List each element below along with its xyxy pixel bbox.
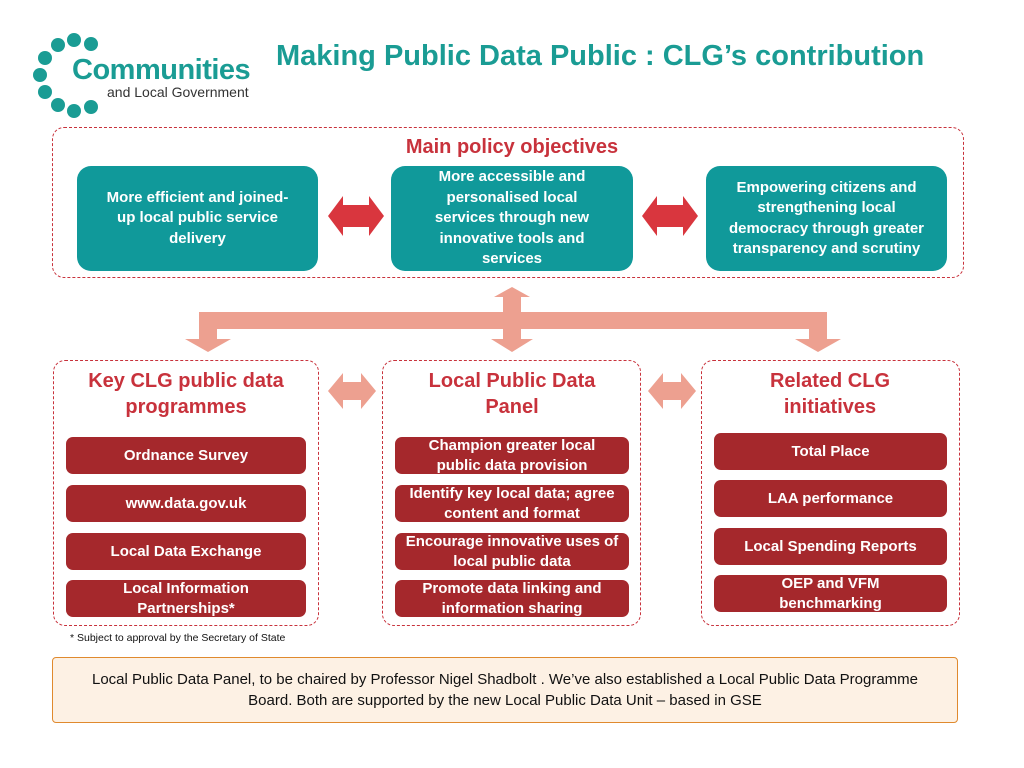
- panel-role-item: Champion greater local public data provi…: [395, 437, 629, 474]
- logo-name: Communities: [72, 54, 251, 86]
- panel-role-label: Champion greater local public data provi…: [428, 436, 596, 474]
- programme-item: Local Information Partnerships*: [66, 580, 306, 617]
- programme-item: Ordnance Survey: [66, 437, 306, 474]
- panel-heading: Related CLG initiatives: [769, 370, 891, 418]
- panel-role-label: Encourage innovative uses of local publi…: [405, 532, 619, 570]
- panel-heading: Key CLG public data programmes: [88, 370, 284, 418]
- connector-arrow-icon: [491, 329, 533, 352]
- panel-data-panel: [382, 360, 641, 626]
- programme-item-label: www.data.gov.uk: [125, 494, 247, 512]
- programme-item-label: Local Data Exchange: [110, 542, 262, 560]
- initiative-item-label: Total Place: [791, 442, 870, 460]
- initiative-item: Local Spending Reports: [714, 528, 947, 565]
- panel-role-label: Identify key local data; agree content a…: [409, 484, 615, 522]
- objective-text: More efficient and joined-up local publi…: [106, 188, 289, 247]
- connector-arrow-icon: [795, 329, 841, 352]
- initiative-item-label: Local Spending Reports: [744, 537, 917, 555]
- initiative-item: LAA performance: [714, 480, 947, 517]
- panel-role-item: Identify key local data; agree content a…: [395, 485, 629, 522]
- objectives-container: [52, 127, 964, 278]
- page-title: Making Public Data Public : CLG’s contri…: [276, 40, 925, 72]
- initiative-item-label: LAA performance: [767, 489, 894, 507]
- connector-arrow-icon: [494, 287, 530, 312]
- initiative-item-label: OEP and VFM benchmarking: [779, 574, 882, 612]
- programme-item: www.data.gov.uk: [66, 485, 306, 522]
- objective-text: Empowering citizens and strengthening lo…: [728, 178, 925, 258]
- panel-related-initiatives: [701, 360, 960, 626]
- info-note-box: Local Public Data Panel, to be chaired b…: [52, 657, 958, 723]
- double-arrow-icon: [328, 373, 376, 409]
- initiative-item: OEP and VFM benchmarking: [714, 575, 947, 612]
- connector-bar: [199, 312, 827, 329]
- objective-card: Empowering citizens and strengthening lo…: [706, 166, 947, 271]
- double-arrow-icon: [642, 196, 698, 236]
- objectives-heading: Main policy objectives: [405, 136, 619, 158]
- panel-key-programmes: [53, 360, 319, 626]
- logo-dots-icon: [33, 33, 98, 118]
- initiative-item: Total Place: [714, 433, 947, 470]
- objective-text: More accessible and personalised local s…: [434, 168, 590, 268]
- programme-item-label: Ordnance Survey: [123, 446, 249, 464]
- double-arrow-icon: [648, 373, 696, 409]
- footnote: * Subject to approval by the Secretary o…: [70, 632, 286, 644]
- panel-heading: Local Public Data Panel: [428, 370, 596, 418]
- logo-subtitle: and Local Government: [107, 84, 249, 100]
- double-arrow-icon: [328, 196, 384, 236]
- connector-arrow-icon: [185, 329, 231, 352]
- info-note-text: Local Public Data Panel, to be chaired b…: [91, 671, 918, 709]
- objective-card: More efficient and joined-up local publi…: [77, 166, 318, 271]
- programme-item-label: Local Information Partnerships*: [123, 579, 249, 617]
- objective-card: More accessible and personalised local s…: [391, 166, 633, 271]
- panel-role-item: Encourage innovative uses of local publi…: [395, 533, 629, 570]
- panel-role-item: Promote data linking and information sha…: [395, 580, 629, 617]
- panel-role-label: Promote data linking and information sha…: [422, 579, 602, 617]
- programme-item: Local Data Exchange: [66, 533, 306, 570]
